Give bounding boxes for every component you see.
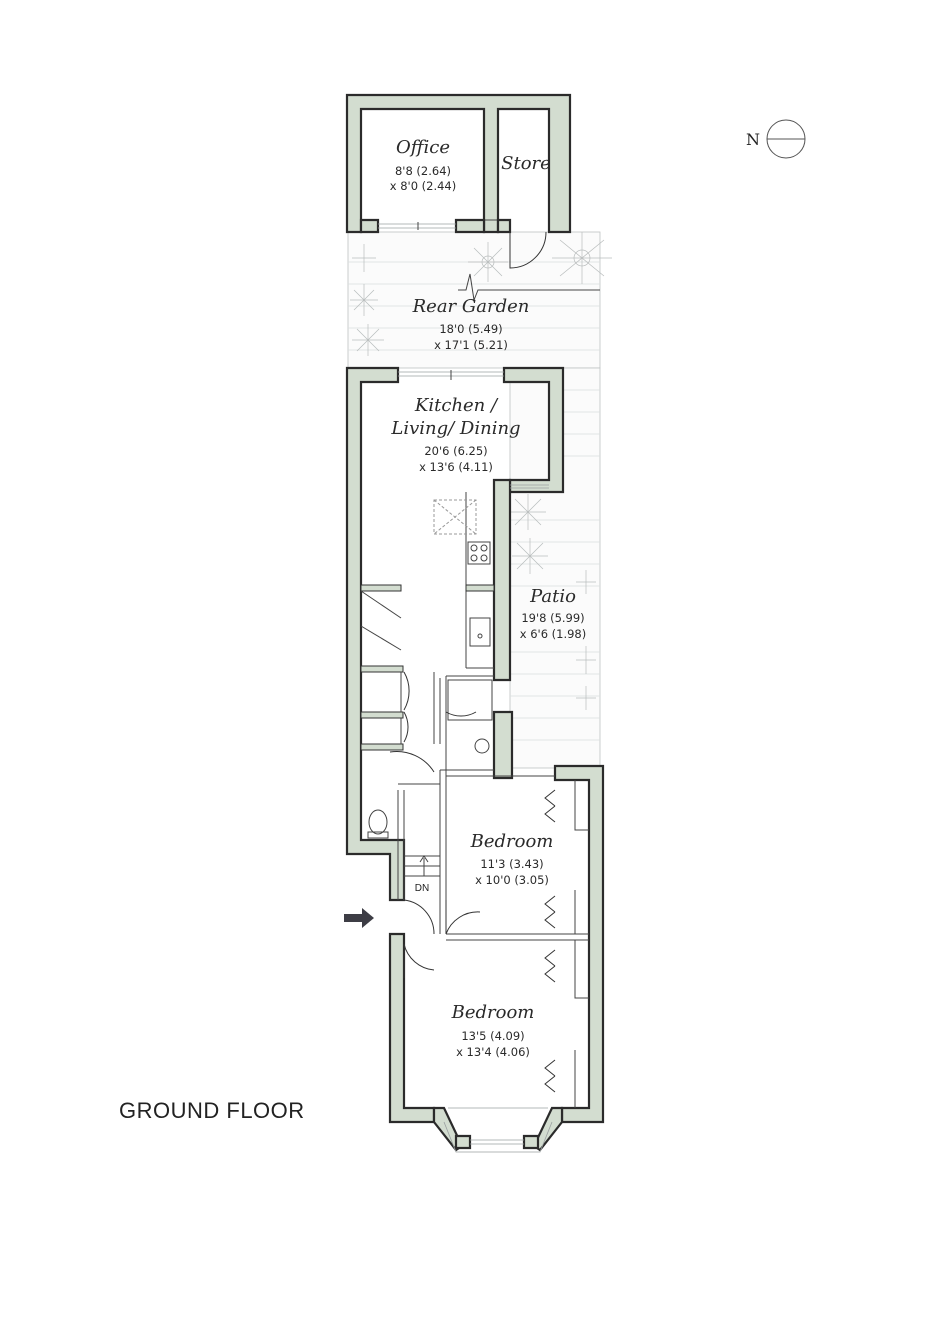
office-dim2: x 8'0 (2.44) xyxy=(390,179,457,193)
compass-north-label: N xyxy=(746,130,760,149)
bedroom2-dim2: x 13'4 (4.06) xyxy=(456,1045,530,1059)
rear-garden-dim2: x 17'1 (5.21) xyxy=(434,338,508,352)
kitchen-label-line1: Kitchen / xyxy=(414,395,499,416)
north-compass-icon: N xyxy=(746,119,806,159)
kitchen-label-line2: Living/ Dining xyxy=(390,418,520,439)
rear-garden-dim1: 18'0 (5.49) xyxy=(439,322,502,336)
bedroom1-label: Bedroom xyxy=(470,831,554,852)
garden-gate-marker xyxy=(458,273,600,302)
store-door xyxy=(509,231,547,269)
store-label: Store xyxy=(501,153,551,174)
office-label: Office xyxy=(396,137,450,158)
doors xyxy=(389,671,556,1093)
kitchen-dim1: 20'6 (6.25) xyxy=(424,444,487,458)
stairs-label: DN xyxy=(415,883,429,894)
bedroom1-dim1: 11'3 (3.43) xyxy=(480,857,543,871)
rear-garden-label: Rear Garden xyxy=(412,296,530,317)
patio-dim1: 19'8 (5.99) xyxy=(521,611,584,625)
office-dim1: 8'8 (2.64) xyxy=(395,164,451,178)
room-labels: Office 8'8 (2.64) x 8'0 (2.44) Store Rea… xyxy=(390,137,587,1059)
patio-label: Patio xyxy=(529,586,576,607)
entrance-arrow-icon xyxy=(344,908,374,928)
bedroom2-label: Bedroom xyxy=(451,1002,535,1023)
kitchen-dim2: x 13'6 (4.11) xyxy=(419,460,493,474)
garden-plants xyxy=(350,232,612,710)
bedroom1-dim2: x 10'0 (3.05) xyxy=(475,873,549,887)
bedroom2-dim1: 13'5 (4.09) xyxy=(461,1029,524,1043)
floor-title: GROUND FLOOR xyxy=(119,1098,305,1123)
patio-dim2: x 6'6 (1.98) xyxy=(520,627,587,641)
